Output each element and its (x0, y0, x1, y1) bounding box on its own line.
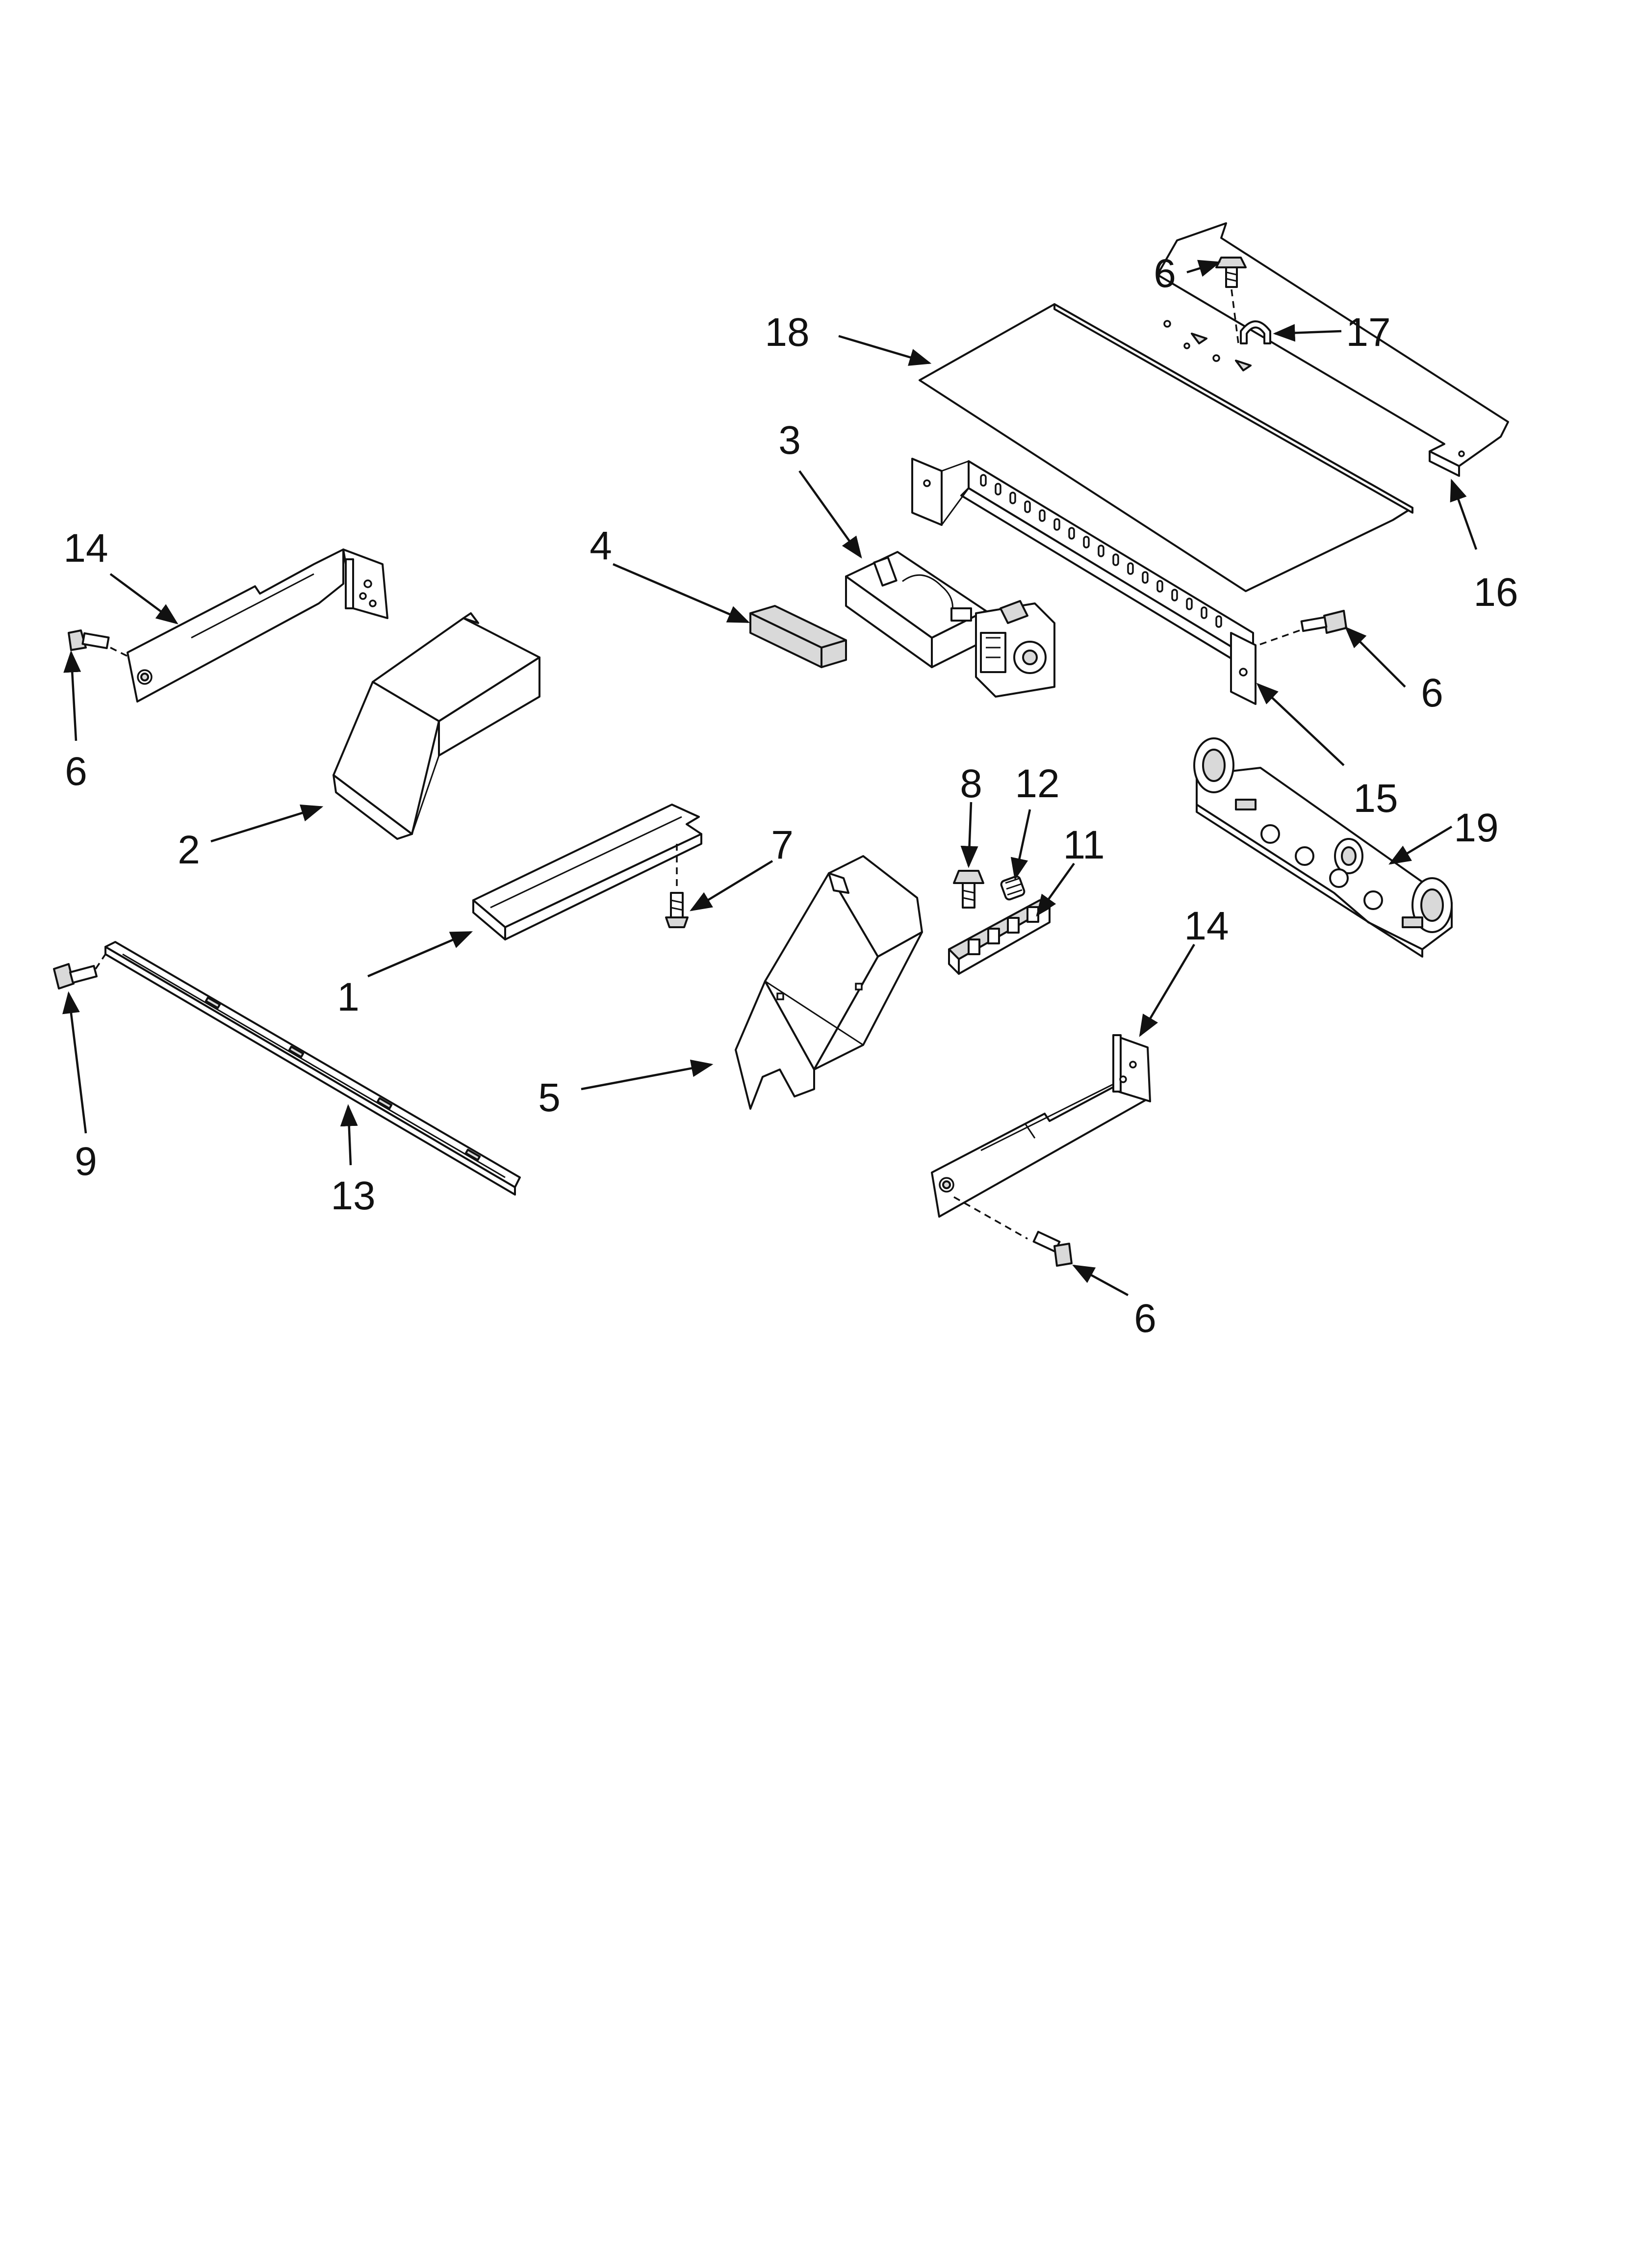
part-11-terminal-block (948, 899, 1051, 975)
control-valve-block (975, 600, 1055, 698)
callout-3: 3 (778, 418, 801, 463)
part-3-control-assembly (845, 551, 1055, 698)
screw-9 (53, 954, 106, 990)
screw-6-left (68, 629, 130, 658)
callout-15: 15 (1353, 776, 1398, 821)
callout-5: 5 (538, 1075, 561, 1120)
callout-12: 12 (1015, 761, 1059, 806)
callout-labels: 18 6 17 16 3 4 14 6 6 15 2 7 1 8 12 11 1… (63, 251, 1518, 1341)
callout-14-left: 14 (63, 526, 108, 571)
part-5-shroud (735, 855, 923, 1110)
callout-6-top: 6 (1154, 251, 1176, 296)
part-4-block (749, 605, 847, 668)
rail-slots (980, 474, 1222, 628)
part-16-top-panel (1156, 222, 1509, 477)
callout-6-right: 6 (1421, 671, 1443, 715)
part-13-long-strip (104, 941, 521, 1196)
callout-9: 9 (75, 1139, 97, 1184)
part-15-perforated-rail (911, 458, 1257, 705)
screw-6-right (1257, 610, 1347, 646)
leader-lines (62, 260, 1478, 1296)
screw-8 (953, 870, 984, 909)
part-14-right-bracket (931, 1034, 1151, 1218)
callout-1: 1 (337, 975, 359, 1019)
part-12-spring (1000, 875, 1026, 901)
callout-7: 7 (771, 823, 794, 867)
callout-16: 16 (1473, 570, 1518, 615)
part-19-igniter-plate (1193, 737, 1453, 958)
callout-6-left: 6 (65, 749, 87, 794)
screw-7 (665, 844, 689, 928)
part-18-shield-panel (919, 303, 1413, 592)
part-14-left-bracket (127, 548, 388, 703)
part-2-duct (333, 612, 540, 840)
part-17-clamp (1240, 320, 1271, 344)
callout-19: 19 (1454, 806, 1498, 850)
callout-13: 13 (331, 1173, 375, 1218)
callout-6-bottom: 6 (1134, 1296, 1156, 1341)
callout-2: 2 (178, 828, 200, 872)
callout-4: 4 (590, 523, 612, 568)
callout-18: 18 (765, 310, 809, 355)
screw-6-bottom (953, 1196, 1073, 1267)
callout-11: 11 (1063, 823, 1104, 867)
callout-17: 17 (1346, 310, 1390, 355)
callout-8: 8 (960, 761, 982, 806)
screw-6-top (1215, 257, 1247, 344)
part-1-channel (472, 804, 702, 940)
callout-14-right: 14 (1184, 904, 1229, 948)
